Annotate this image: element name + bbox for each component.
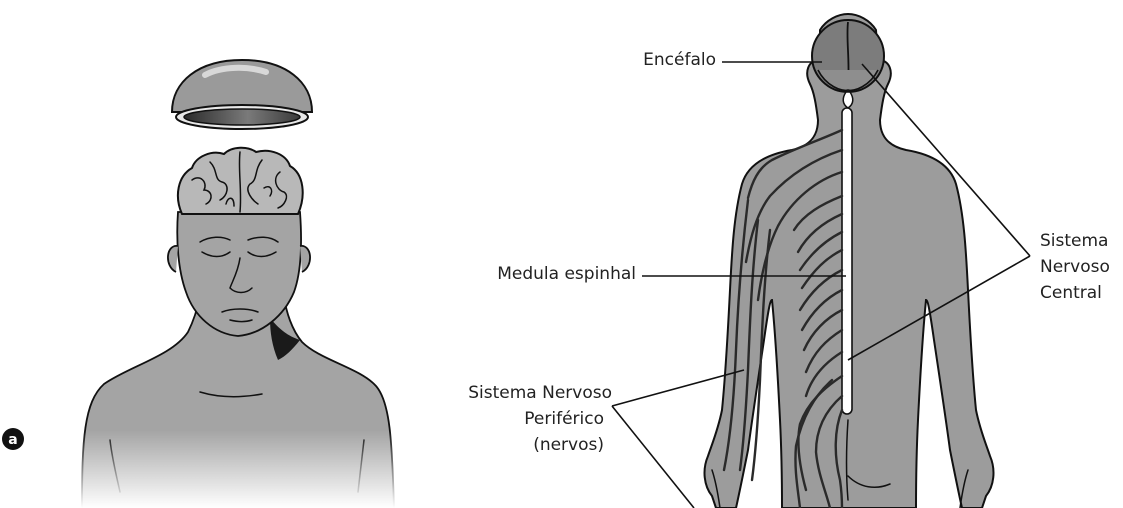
brain-encefalo: [812, 20, 884, 92]
skull-cap: [172, 60, 312, 129]
svg-text:a: a: [8, 432, 17, 448]
panel-marker: a: [2, 428, 24, 450]
open-skull-illustration: [70, 60, 410, 508]
exposed-brain: [178, 148, 303, 214]
label-sistema-nervoso-periferico: Sistema Nervoso Periférico (nervos): [468, 370, 744, 508]
svg-text:Periférico: Periférico: [524, 409, 604, 429]
svg-text:Sistema: Sistema: [1040, 231, 1108, 251]
svg-text:Sistema Nervoso: Sistema Nervoso: [468, 383, 612, 403]
spinal-cord: [842, 92, 853, 414]
svg-text:(nervos): (nervos): [533, 435, 604, 455]
svg-text:Central: Central: [1040, 283, 1102, 303]
svg-text:Medula espinhal: Medula espinhal: [497, 264, 636, 284]
svg-text:Encéfalo: Encéfalo: [643, 50, 716, 70]
svg-text:Nervoso: Nervoso: [1040, 257, 1110, 277]
body-back-illustration: [705, 14, 994, 508]
label-encefalo: Encéfalo: [643, 50, 822, 70]
